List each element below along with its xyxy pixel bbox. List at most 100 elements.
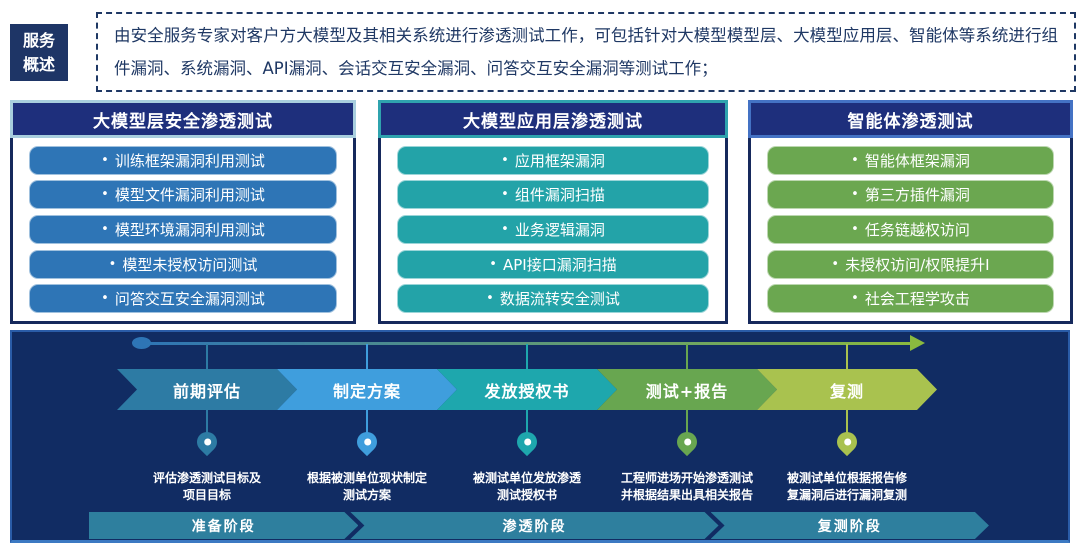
pin-hole: [523, 438, 531, 446]
list-item: • 任务链越权访问: [767, 214, 1054, 244]
pin-body: [512, 427, 542, 457]
phase-description: 工程师进场开始渗透测试 并根据结果出具相关报告: [620, 471, 753, 502]
bullet-icon: •: [101, 152, 109, 168]
phase-description: 被测试单位根据报告修 复漏洞后进行漏洞复测: [786, 471, 907, 502]
list-item: • 数据流转安全测试: [397, 284, 709, 314]
list-item: • 模型未授权访问测试: [29, 249, 337, 279]
service-overview-badge: 服务 概述: [10, 24, 68, 81]
pin-hole: [363, 438, 371, 446]
location-pin-icon: [512, 427, 542, 464]
panel-agent-body: •智能体框架漏洞 •第三方插件漏洞 •任务链越权访问 •未授权访问/权限提升I …: [748, 138, 1073, 324]
location-pin-icon: [192, 427, 222, 464]
list-item-label: 智能体框架漏洞: [864, 151, 970, 170]
bullet-icon: •: [108, 256, 117, 272]
list-item: • 未授权访问/权限提升I: [767, 249, 1054, 279]
stage-band: 复测阶段: [711, 512, 989, 539]
phase-chevron: 测试+报告: [597, 369, 777, 410]
panel-title: 智能体渗透测试: [847, 111, 974, 132]
bullet-icon: •: [501, 221, 509, 237]
bullet-icon: •: [486, 291, 494, 307]
phase-chevron: 发放授权书: [437, 369, 617, 410]
stage-label: 复测阶段: [817, 518, 882, 535]
list-item: • 应用框架漏洞: [397, 145, 709, 175]
location-pin-icon: [832, 427, 862, 464]
location-pin-icon: [352, 427, 382, 464]
list-item-label: 问答交互安全漏洞测试: [114, 290, 265, 309]
list-item-label: 社会工程学攻击: [864, 290, 970, 309]
list-item-label: 任务链越权访问: [864, 220, 970, 239]
bullet-icon: •: [851, 152, 859, 168]
phase-label: 制定方案: [332, 381, 401, 401]
phase-chevron: 制定方案: [277, 369, 457, 410]
stage-band: 准备阶段: [89, 512, 358, 539]
pin-hole: [203, 438, 211, 446]
bullet-icon: •: [101, 187, 109, 203]
list-item-label: 第三方插件漏洞: [864, 186, 970, 205]
phase-description: 根据被测单位现状制定 测试方案: [306, 471, 427, 502]
bullet-icon: •: [501, 152, 509, 168]
service-overview-text: 由安全服务专家对客户方大模型及其相关系统进行渗透测试工作，可包括针对大模型模型层…: [114, 26, 1058, 78]
pin-hole: [843, 438, 851, 446]
service-overview-badge-line1: 服务: [22, 30, 55, 50]
list-item-label: 模型未授权访问测试: [122, 255, 258, 274]
list-item-label: 业务逻辑漏洞: [514, 220, 605, 239]
bullet-icon: •: [501, 187, 509, 203]
panel-title: 大模型层安全渗透测试: [93, 111, 273, 132]
list-item: •模型文件漏洞利用测试: [29, 180, 337, 210]
bullet-icon: •: [831, 256, 840, 272]
pin-body: [672, 427, 702, 457]
list-item: • 智能体框架漏洞: [767, 145, 1054, 175]
timeline-arrowhead-icon: [910, 335, 925, 351]
list-item-label: 应用框架漏洞: [514, 151, 605, 170]
phase-label: 发放授权书: [484, 381, 570, 401]
stage-bar: 准备阶段 渗透阶段 复测阶段: [89, 512, 987, 539]
service-overview-box: 由安全服务专家对客户方大模型及其相关系统进行渗透测试工作，可包括针对大模型模型层…: [96, 12, 1076, 92]
stage-label: 准备阶段: [191, 518, 256, 535]
process-timeline-panel: 前期评估 制定方案 发放授权书 测试+报告 复测 评估渗透测试目标及 项目目标 …: [10, 330, 1070, 543]
list-item: • 社会工程学攻击: [767, 284, 1054, 314]
panel-agent-title-bar: 智能体渗透测试: [748, 100, 1073, 138]
stage-label: 渗透阶段: [502, 518, 567, 535]
list-item-label: 组件漏洞扫描: [514, 186, 605, 205]
phase-chevron: 前期评估: [117, 369, 297, 410]
bullet-icon: •: [851, 221, 859, 237]
location-pin-icon: [672, 427, 702, 464]
panel-app-layer-pentest: 大模型应用层渗透测试 • 应用框架漏洞 • 组件漏洞扫描 • 业务逻辑漏洞 • API接…: [378, 100, 728, 324]
bullet-icon: •: [851, 291, 859, 307]
bullet-icon: •: [851, 187, 859, 203]
timeline-start-dot-icon: [132, 337, 151, 349]
phase-chevron: 复测: [757, 369, 937, 410]
list-item: •训练框架漏洞利用测试: [29, 145, 337, 175]
list-item: • 业务逻辑漏洞: [397, 214, 709, 244]
list-item: • 模型环境漏洞利用测试: [29, 214, 337, 244]
list-item-label: API接口漏洞扫描: [502, 255, 617, 274]
phase-label: 测试+报告: [645, 381, 729, 401]
panel-app-layer-body: • 应用框架漏洞 • 组件漏洞扫描 • 业务逻辑漏洞 • API接口漏洞扫描 • 数据流转…: [378, 138, 728, 324]
list-item: • API接口漏洞扫描: [397, 249, 709, 279]
list-item-label: 模型环境漏洞利用测试: [114, 220, 265, 239]
pin-body: [352, 427, 382, 457]
bullet-icon: •: [489, 256, 497, 272]
phase-label: 前期评估: [172, 381, 241, 401]
phase-description: 被测试单位发放渗透 测试授权书: [472, 471, 581, 502]
stage-band: 渗透阶段: [350, 512, 718, 539]
phase-description: 评估渗透测试目标及 项目目标: [152, 471, 261, 502]
list-item-label: 未授权访问/权限提升I: [845, 255, 990, 274]
bullet-icon: •: [101, 291, 109, 307]
panel-title: 大模型应用层渗透测试: [463, 111, 643, 132]
list-item: • 第三方插件漏洞: [767, 180, 1054, 210]
panel-model-layer-body: •训练框架漏洞利用测试 •模型文件漏洞利用测试 • 模型环境漏洞利用测试 • 模型未…: [10, 138, 356, 324]
list-item-label: 数据流转安全测试: [499, 290, 620, 309]
pin-body: [832, 427, 862, 457]
service-overview-badge-line2: 概述: [22, 54, 55, 74]
list-item: • 组件漏洞扫描: [397, 180, 709, 210]
pin-body: [192, 427, 222, 457]
phase-label: 复测: [829, 381, 864, 401]
timeline-line: [142, 342, 912, 345]
panel-agent-pentest: 智能体渗透测试 • 智能体框架漏洞 • 第三方插件漏洞 • 任务链越权访问 • 未授权访…: [748, 100, 1073, 324]
pin-hole: [683, 438, 691, 446]
list-item: • 问答交互安全漏洞测试: [29, 284, 337, 314]
phase-chevron-row: 前期评估 制定方案 发放授权书 测试+报告 复测: [117, 369, 937, 410]
bullet-icon: •: [101, 221, 109, 237]
